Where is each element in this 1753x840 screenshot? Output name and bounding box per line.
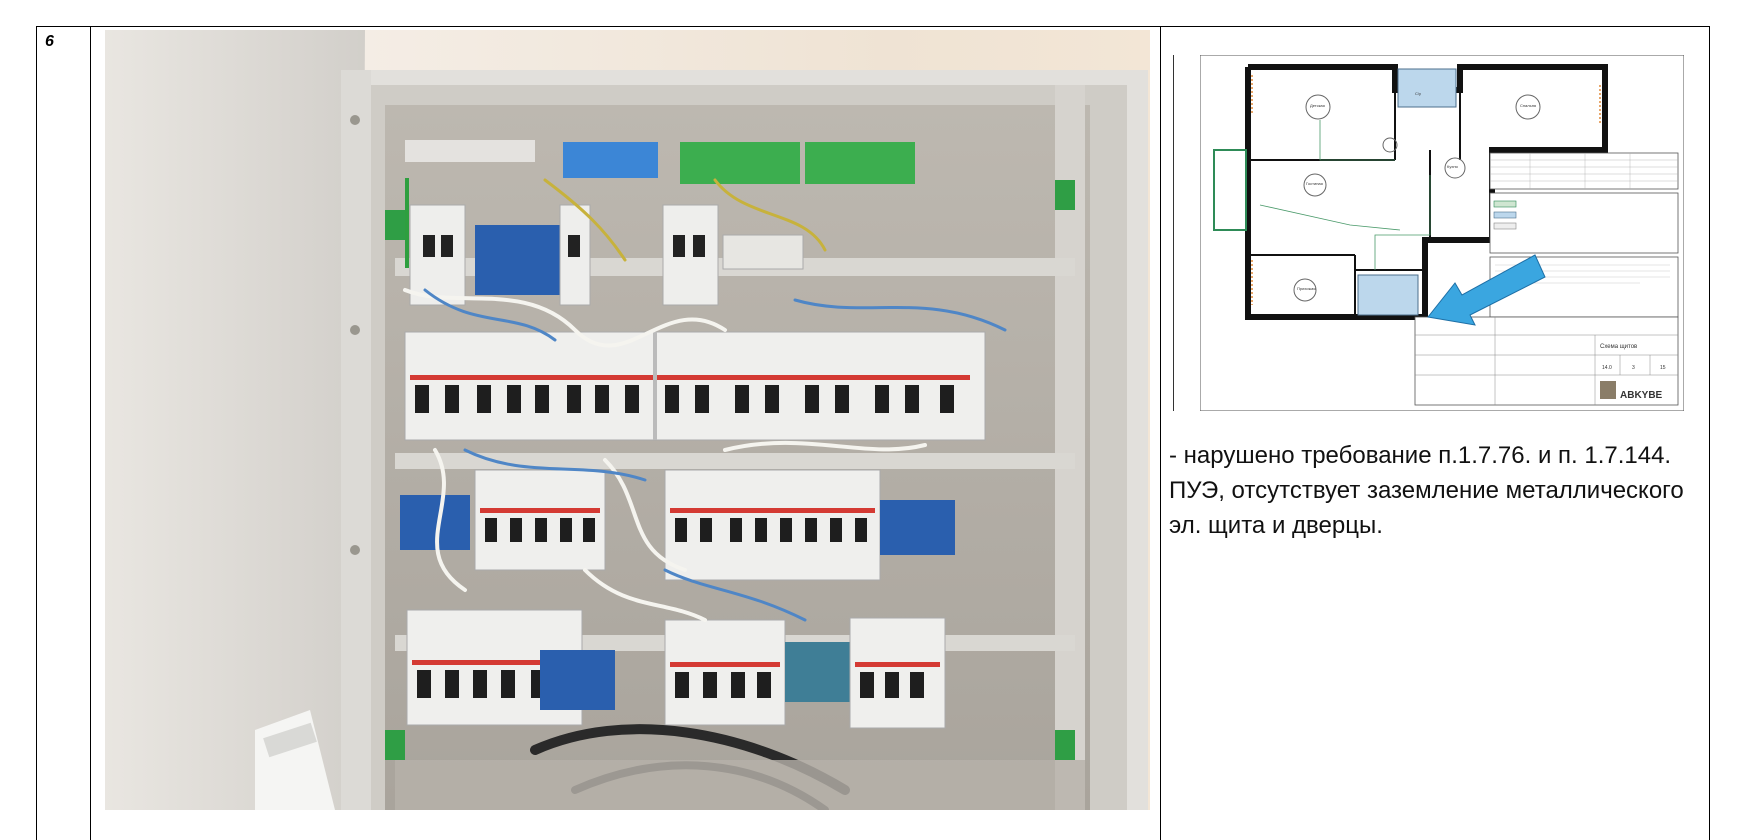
plan-edge-line xyxy=(1173,55,1174,411)
panel-door xyxy=(105,30,365,810)
room-label-6: С/у xyxy=(1415,91,1421,96)
room-label-3: Гостиная xyxy=(1306,181,1323,186)
column-divider-2 xyxy=(1160,27,1161,840)
brand-name: ABKYBE xyxy=(1620,390,1663,401)
brand-logo-icon xyxy=(1600,381,1616,399)
floor-plan: Детская Спальня Гостиная Кухня Прихожая … xyxy=(1200,55,1684,411)
room-label-1: Детская xyxy=(1310,103,1325,108)
stamp-title: Схема щитов xyxy=(1600,344,1637,350)
stamp-value-2: 3 xyxy=(1632,365,1635,371)
room-label-2: Спальня xyxy=(1520,103,1536,108)
stamp-value-1: 14.0 xyxy=(1602,365,1612,371)
room-label-4: Кухня xyxy=(1447,164,1458,169)
report-table: 6 xyxy=(36,26,1710,840)
room-label-5: Прихожая xyxy=(1297,286,1316,291)
arrow-icon xyxy=(1427,254,1546,326)
column-divider-1 xyxy=(90,27,91,840)
electrical-panel-photo xyxy=(105,30,1150,810)
bathroom-highlight xyxy=(1397,68,1457,108)
hallway-highlight xyxy=(1357,274,1419,316)
violation-description: - нарушено требование п.1.7.76. и п. 1.7… xyxy=(1169,442,1684,539)
stamp-value-3: 15 xyxy=(1660,365,1666,371)
row-number: 6 xyxy=(45,33,54,50)
